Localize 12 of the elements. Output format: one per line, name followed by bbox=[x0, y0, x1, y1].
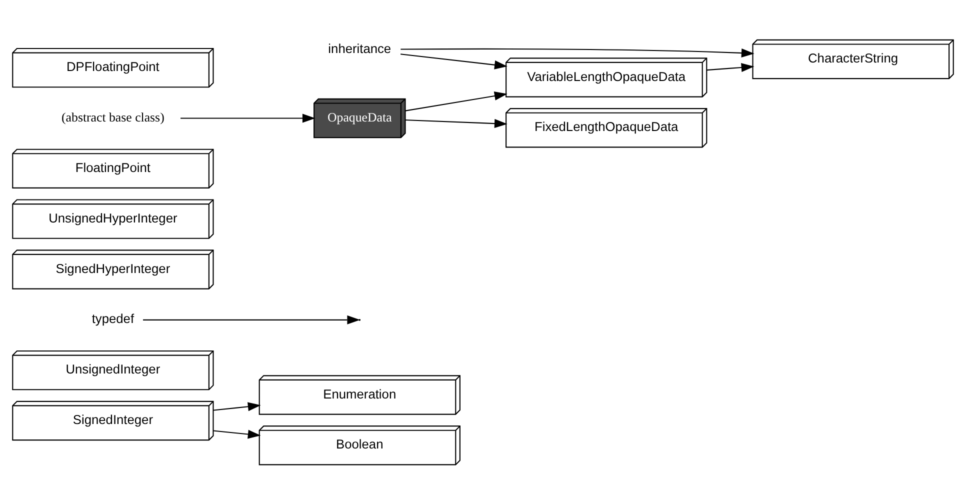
arrow bbox=[213, 430, 261, 439]
node-text: inheritance bbox=[328, 40, 392, 56]
arrow bbox=[400, 48, 754, 58]
arrow bbox=[143, 315, 360, 324]
arrow bbox=[213, 402, 261, 412]
arrow bbox=[180, 114, 316, 123]
arrow bbox=[400, 54, 508, 70]
node-text: typedef bbox=[92, 311, 134, 326]
arrow bbox=[405, 119, 508, 128]
node-text: (abstract base class) bbox=[62, 110, 164, 125]
arrow bbox=[706, 63, 754, 72]
arrow bbox=[405, 91, 508, 112]
